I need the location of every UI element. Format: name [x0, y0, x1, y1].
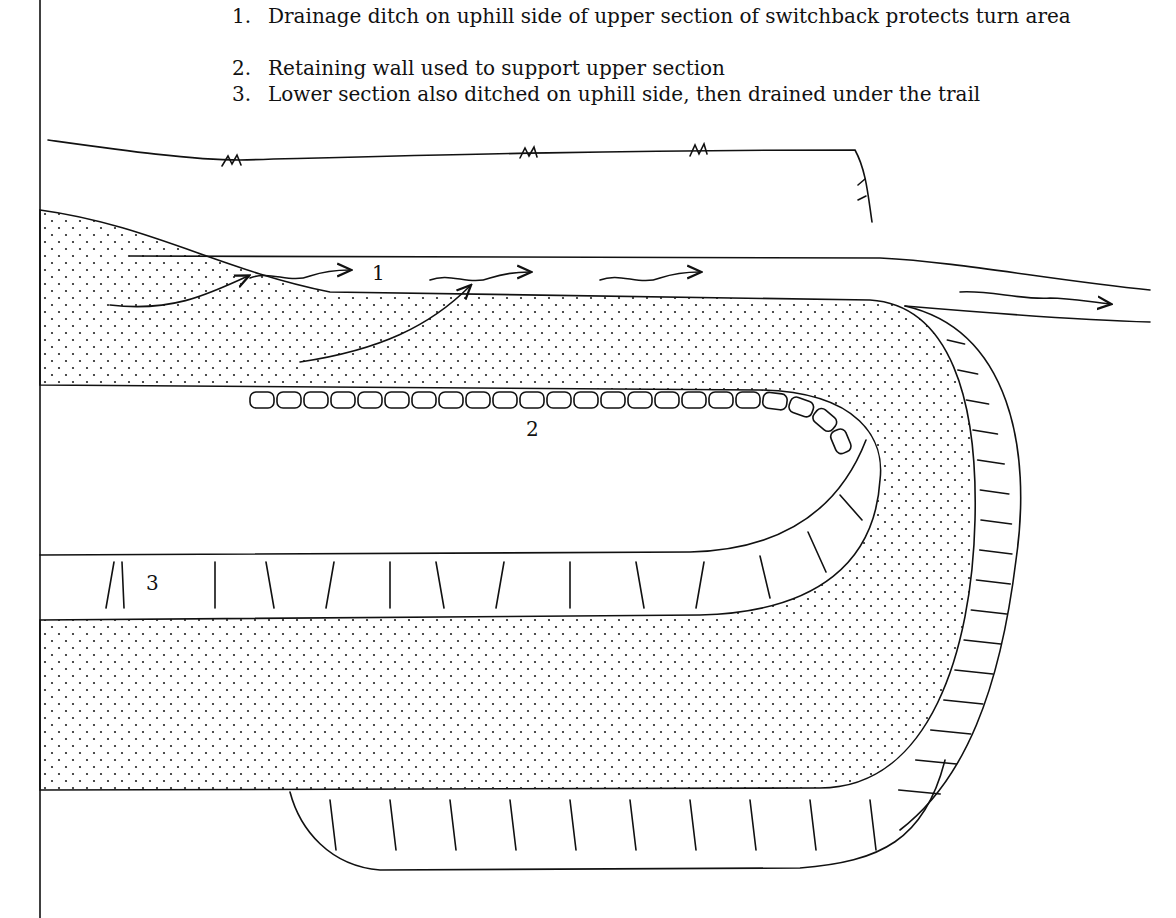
flow-arrow [250, 270, 350, 279]
wall-stone [628, 392, 652, 408]
callout-number: 2 [524, 418, 541, 440]
hatch-stroke [966, 400, 988, 404]
note-text: Drainage ditch on uphill side of upper s… [268, 4, 1098, 29]
ditch-edge [130, 256, 1150, 290]
grass-tuft [222, 144, 866, 200]
hatch-stroke [976, 580, 1010, 584]
wall-stone [810, 406, 839, 434]
wall-stone [493, 392, 517, 408]
hatch-stroke [450, 800, 456, 850]
hatch-stroke [955, 670, 993, 674]
fill-slope-edge [290, 760, 945, 870]
wall-stone [412, 392, 436, 408]
wall-stone [655, 392, 679, 408]
hatch-stroke [947, 340, 964, 344]
note-number: 1. [232, 4, 251, 29]
wall-stone [829, 427, 853, 455]
wall-stone [547, 392, 571, 408]
note-text: Lower section also ditched on uphill sid… [268, 82, 1163, 107]
hatch-stroke [971, 610, 1006, 614]
hatch-stroke [436, 562, 444, 608]
callout-number: 1 [370, 262, 387, 284]
hatch-stroke [266, 562, 274, 608]
hatch-stroke [106, 562, 114, 608]
wall-stone [574, 392, 598, 408]
hatch-stroke [981, 520, 1011, 524]
hatch-stroke [964, 640, 1001, 644]
hatch-stroke [122, 562, 124, 608]
hatch-stroke [326, 562, 334, 608]
retaining-wall [250, 392, 853, 468]
wall-stone [385, 392, 409, 408]
note-number: 3. [232, 82, 251, 107]
hatch-stroke [389, 562, 391, 608]
wall-stone [439, 392, 463, 408]
hatch-stroke [810, 800, 816, 850]
fill-slope-edge [900, 306, 1021, 830]
wall-stone [762, 392, 788, 411]
wall-stone [331, 392, 355, 408]
hatch-stroke [978, 460, 1005, 464]
hatch-stroke [636, 562, 644, 608]
note-text: Retaining wall used to support upper sec… [268, 56, 1148, 81]
hatch-stroke [214, 562, 216, 608]
hatch-stroke [630, 800, 636, 850]
wall-stone [358, 392, 382, 408]
flow-arrow [600, 272, 700, 281]
wall-stone [682, 392, 706, 408]
wall-stone [736, 392, 760, 408]
hatch-stroke [750, 800, 756, 850]
wall-stone [709, 392, 733, 408]
runoff-arrow [300, 286, 470, 362]
hatch-stroke [980, 550, 1012, 554]
hatch-stroke [760, 556, 770, 598]
flow-arrow [430, 272, 530, 281]
callout-number: 3 [144, 572, 161, 594]
wall-stone [250, 392, 274, 408]
trail-tread [40, 210, 975, 790]
slope-hatching [330, 800, 876, 850]
hillside-line [48, 140, 872, 222]
hatch-stroke [840, 495, 862, 520]
hatch-stroke [569, 562, 571, 608]
hatch-stroke [944, 700, 983, 704]
hatch-stroke [570, 800, 576, 850]
wall-stone [277, 392, 301, 408]
ditch-hatching [106, 495, 862, 608]
note-number: 2. [232, 56, 251, 81]
hatch-stroke [690, 800, 696, 850]
hatch-stroke [931, 730, 971, 734]
flow-arrow [960, 292, 1110, 304]
hatch-stroke [808, 532, 826, 572]
wall-stone [466, 392, 490, 408]
wall-stone [601, 392, 625, 408]
ditch-edge [40, 440, 866, 555]
wall-stone [520, 392, 544, 408]
hatch-stroke [980, 490, 1009, 494]
hatch-stroke [973, 430, 997, 434]
hatch-stroke [390, 800, 396, 850]
hatch-stroke [510, 800, 516, 850]
hatch-stroke [916, 760, 957, 764]
slope-hatching [899, 340, 1012, 794]
hatch-stroke [330, 800, 336, 850]
wall-stone [787, 395, 815, 418]
hatch-stroke [870, 800, 876, 850]
hatch-stroke [496, 562, 504, 608]
runoff-arrow [110, 276, 248, 307]
hatch-stroke [958, 370, 978, 374]
hatch-stroke [696, 562, 704, 608]
wall-stone [304, 392, 328, 408]
